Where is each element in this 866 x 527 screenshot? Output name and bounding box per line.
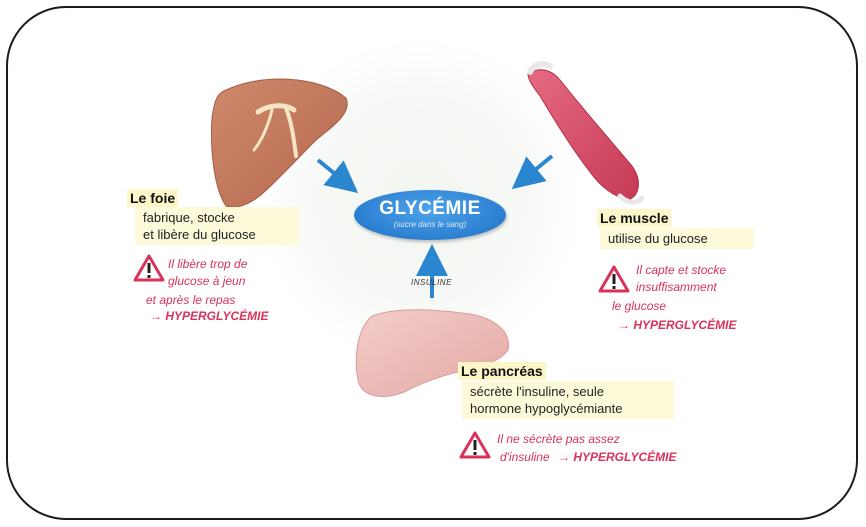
- muscle-warning: Il capte et stocke insuffisamment: [636, 262, 726, 296]
- pancreas-description-line: sécrète l'insuline, seule: [470, 383, 666, 400]
- liver-warning: Il libère trop de glucose à jeun: [168, 256, 247, 290]
- muscle-title: Le muscle: [597, 209, 671, 227]
- glycemia-title: GLYCÉMIE: [354, 198, 506, 220]
- liver-title: Le foie: [127, 189, 178, 207]
- muscle-organ: [528, 64, 642, 202]
- liver-warning-line: Il libère trop de: [168, 256, 247, 273]
- liver-arrow: [318, 160, 352, 188]
- pancreas-description: sécrète l'insuline, seule hormone hypogl…: [462, 381, 674, 419]
- liver-description-line: fabrique, stocke: [143, 209, 291, 226]
- muscle-description-line: utilise du glucose: [608, 230, 746, 247]
- muscle-description: utilise du glucose: [600, 228, 754, 249]
- pancreas-consequence: → HYPERGLYCÉMIE: [558, 450, 676, 464]
- liver-warning-line: et après le repas: [146, 292, 235, 309]
- liver-organ: [212, 79, 348, 207]
- glycemia-subtitle: (sucre dans le sang): [354, 220, 506, 229]
- muscle-arrow: [518, 156, 552, 184]
- pancreas-description-line: hormone hypoglycémiante: [470, 400, 666, 417]
- pancreas-title: Le pancréas: [458, 362, 546, 380]
- muscle-warning-line: le glucose: [612, 298, 666, 315]
- liver-warning-line: glucose à jeun: [168, 273, 247, 290]
- warning-triangle-icon: [133, 254, 165, 282]
- liver-description: fabrique, stocke et libère du glucose: [135, 207, 299, 245]
- muscle-consequence: → HYPERGLYCÉMIE: [618, 318, 736, 332]
- pancreas-warning-line: Il ne sécrète pas assez: [497, 431, 620, 448]
- liver-consequence: → HYPERGLYCÉMIE: [150, 309, 268, 323]
- glycemia-bubble: GLYCÉMIE (sucre dans le sang): [354, 190, 506, 240]
- muscle-warning-line: Il capte et stocke: [636, 262, 726, 279]
- pancreas-warning-line: d'insuline: [500, 449, 550, 466]
- muscle-warning-line: insuffisamment: [636, 279, 726, 296]
- warning-triangle-icon: [598, 265, 630, 293]
- insulin-label: INSULINE: [411, 278, 452, 287]
- warning-triangle-icon: [459, 431, 491, 459]
- liver-description-line: et libère du glucose: [143, 226, 291, 243]
